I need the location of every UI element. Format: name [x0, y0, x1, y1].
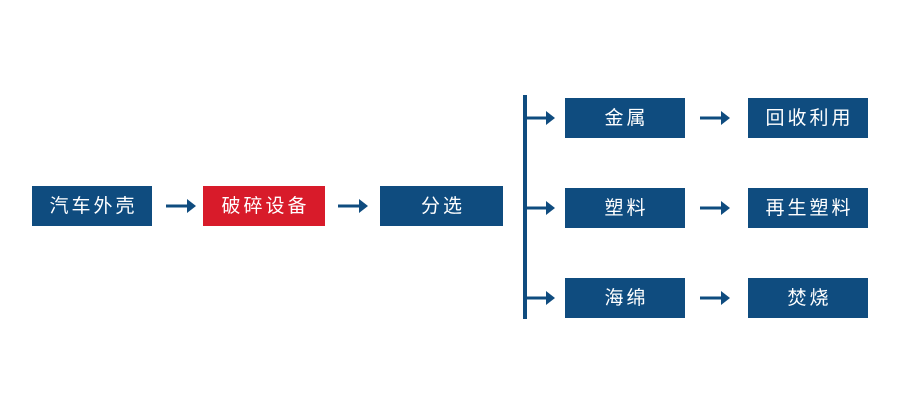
node-sorting[interactable]: 分选 — [380, 186, 503, 226]
arrow-right-icon-crusher-to-sorting — [338, 194, 368, 218]
arrow-right-icon-trunk-to-plastic — [525, 196, 555, 220]
node-regenerated-plastic[interactable]: 再生塑料 — [748, 188, 868, 228]
node-metal[interactable]: 金属 — [565, 98, 685, 138]
arrow-right-icon-sponge-to-incineration — [700, 286, 730, 310]
arrow-right-icon-metal-to-recycle — [700, 106, 730, 130]
node-recycle[interactable]: 回收利用 — [748, 98, 868, 138]
arrow-right-icon-trunk-to-metal — [525, 106, 555, 130]
arrow-right-icon-shell-to-crusher — [166, 194, 196, 218]
arrow-right-icon-plastic-to-regenerated-plastic — [700, 196, 730, 220]
node-sponge[interactable]: 海绵 — [565, 278, 685, 318]
node-incineration[interactable]: 焚烧 — [748, 278, 868, 318]
arrow-right-icon-trunk-to-sponge — [525, 286, 555, 310]
node-crusher[interactable]: 破碎设备 — [203, 186, 325, 226]
node-plastic[interactable]: 塑料 — [565, 188, 685, 228]
node-shell[interactable]: 汽车外壳 — [32, 186, 152, 226]
